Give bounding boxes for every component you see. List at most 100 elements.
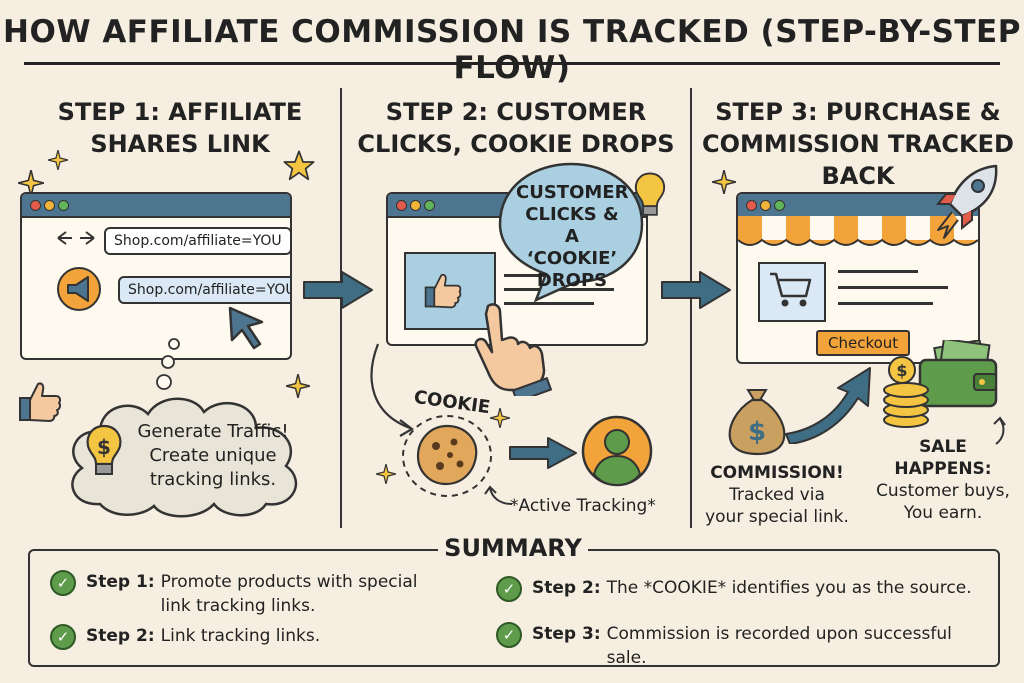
sparkle-icon [376,464,396,484]
speech-bubble-text: CUSTOMER CLICKS & A ‘COOKIE’ DROPS [516,182,628,292]
check-icon: ✓ [50,570,76,596]
sparkle-icon [712,170,736,194]
check-icon: ✓ [496,576,522,602]
window-dot [44,200,55,211]
title-underline [24,62,1000,65]
window-dot [410,200,421,211]
small-curved-arrow-icon [993,416,1006,445]
summary-label: Step 2: [532,578,601,598]
url-bar[interactable]: Shop.com/affiliate=YOU [104,227,290,255]
step2-title: STEP 2: CUSTOMER CLICKS, COOKIE DROPS [342,96,690,160]
window-dot [760,200,771,211]
speech-bubble [498,162,644,302]
summary-text: The *COOKIE* identifies you as the sourc… [606,578,972,598]
active-tracking-label: *Active Tracking* [510,496,656,516]
summary-title: SUMMARY [438,534,588,562]
curved-arrow-icon [370,343,414,437]
growth-arrow-icon [785,367,871,444]
text-line [838,286,948,289]
sparkle-icon [286,374,310,398]
summary-label: Step 2: [86,626,155,646]
window-dot [424,200,435,211]
check-icon: ✓ [50,624,76,650]
text-line [838,270,918,273]
summary-label: Step 1: [86,572,155,592]
thumbs-up-icon [19,382,62,422]
lightbulb-icon [634,172,666,216]
step1-browser-window: Shop.com/affiliate=YOU Shop.com/affiliat… [20,192,292,360]
sale-text: SALE HAPPENS: Customer buys, You earn. [868,436,1018,524]
thumbs-up-icon [424,273,462,309]
flow-arrow-right-icon [661,271,731,309]
window-dot [746,200,757,211]
step1-title-line1: STEP 1: AFFILIATE [57,98,303,126]
summary-item: ✓ Step 1: Promote products with special … [50,570,450,618]
check-icon: ✓ [496,622,522,648]
tracking-arrow-icon [509,437,577,469]
small-curved-arrow-icon [484,485,513,505]
step2-title-line1: STEP 2: CUSTOMER [385,98,647,126]
step3-title: STEP 3: PURCHASE & COMMISSION TRACKED BA… [692,96,1024,192]
sparkle-icon [48,150,68,170]
sparkle-icon [18,170,44,196]
text-line [504,274,574,277]
thought-dots [156,338,180,390]
step2-title-line2: CLICKS, COOKIE DROPS [357,130,675,158]
summary-text: Promote products with special link track… [161,570,418,618]
shopping-cart-icon [770,272,812,307]
sale-line: Customer buys, [876,481,1010,501]
step3-title-line2: COMMISSION TRACKED BACK [702,130,1014,190]
sparkle-icon [490,408,510,428]
cloud-line: Generate Traffic! [137,421,289,442]
summary-item: ✓ Step 3: Commission is recorded upon su… [496,622,986,670]
back-forward-icon[interactable] [56,230,96,246]
window-dot [396,200,407,211]
wallet-icon [918,340,998,408]
commission-title: COMMISSION! [710,463,844,483]
window-title-bar [22,194,290,218]
summary-text-line: Promote products with special [160,572,418,592]
bubble-line: ‘COOKIE’ [526,248,618,269]
bubble-line: DROPS [536,270,608,291]
coins-icon: $ [883,356,929,428]
summary-item: ✓ Step 2: Link tracking links. [50,624,450,650]
step1-title: STEP 1: AFFILIATE SHARES LINK [20,96,340,160]
idea-cloud [71,397,298,518]
sale-title: SALE [919,437,967,457]
window-dot [774,200,785,211]
money-bag-icon: $ [728,389,786,456]
page-title: HOW AFFILIATE COMMISSION IS TRACKED (STE… [3,14,1021,86]
cloud-line: tracking links. [149,469,277,490]
hand-pointer-icon [474,303,553,396]
bubble-line: CLICKS & A [525,204,619,247]
summary-text: Commission is recorded upon successful s… [606,624,952,668]
sale-title: HAPPENS: [894,459,992,479]
text-line [838,302,933,305]
rocket-icon [935,164,998,239]
ad-image-panel[interactable] [404,252,496,330]
commission-line: Tracked via [729,485,825,505]
cookie-icon [402,415,492,497]
bubble-line: CUSTOMER [516,182,629,203]
checkout-button[interactable]: Checkout [816,330,911,356]
cloud-line: Create unique [149,445,277,466]
step3-title-line1: STEP 3: PURCHASE & [715,98,1001,126]
user-avatar-icon [581,415,653,487]
column-divider-2 [690,88,692,528]
svg-text:$: $ [748,417,766,447]
cursor-icon [228,306,264,350]
summary-label: Step 3: [532,624,601,644]
affiliate-link[interactable]: Shop.com/affiliate=YOU [118,276,290,304]
star-icon [283,150,315,181]
flow-arrow-right-icon [303,271,373,309]
megaphone-icon [57,267,101,311]
commission-line: your special link. [705,507,849,527]
svg-text:$: $ [97,435,111,459]
window-dot [58,200,69,211]
window-dot [30,200,41,211]
summary-text-line: link tracking links. [160,596,316,616]
cart-panel[interactable] [758,262,826,322]
svg-text:$: $ [896,361,907,380]
cloud-text: Generate Traffic! Create unique tracking… [128,420,298,492]
summary-item: ✓ Step 2: The *COOKIE* identifies you as… [496,576,986,602]
